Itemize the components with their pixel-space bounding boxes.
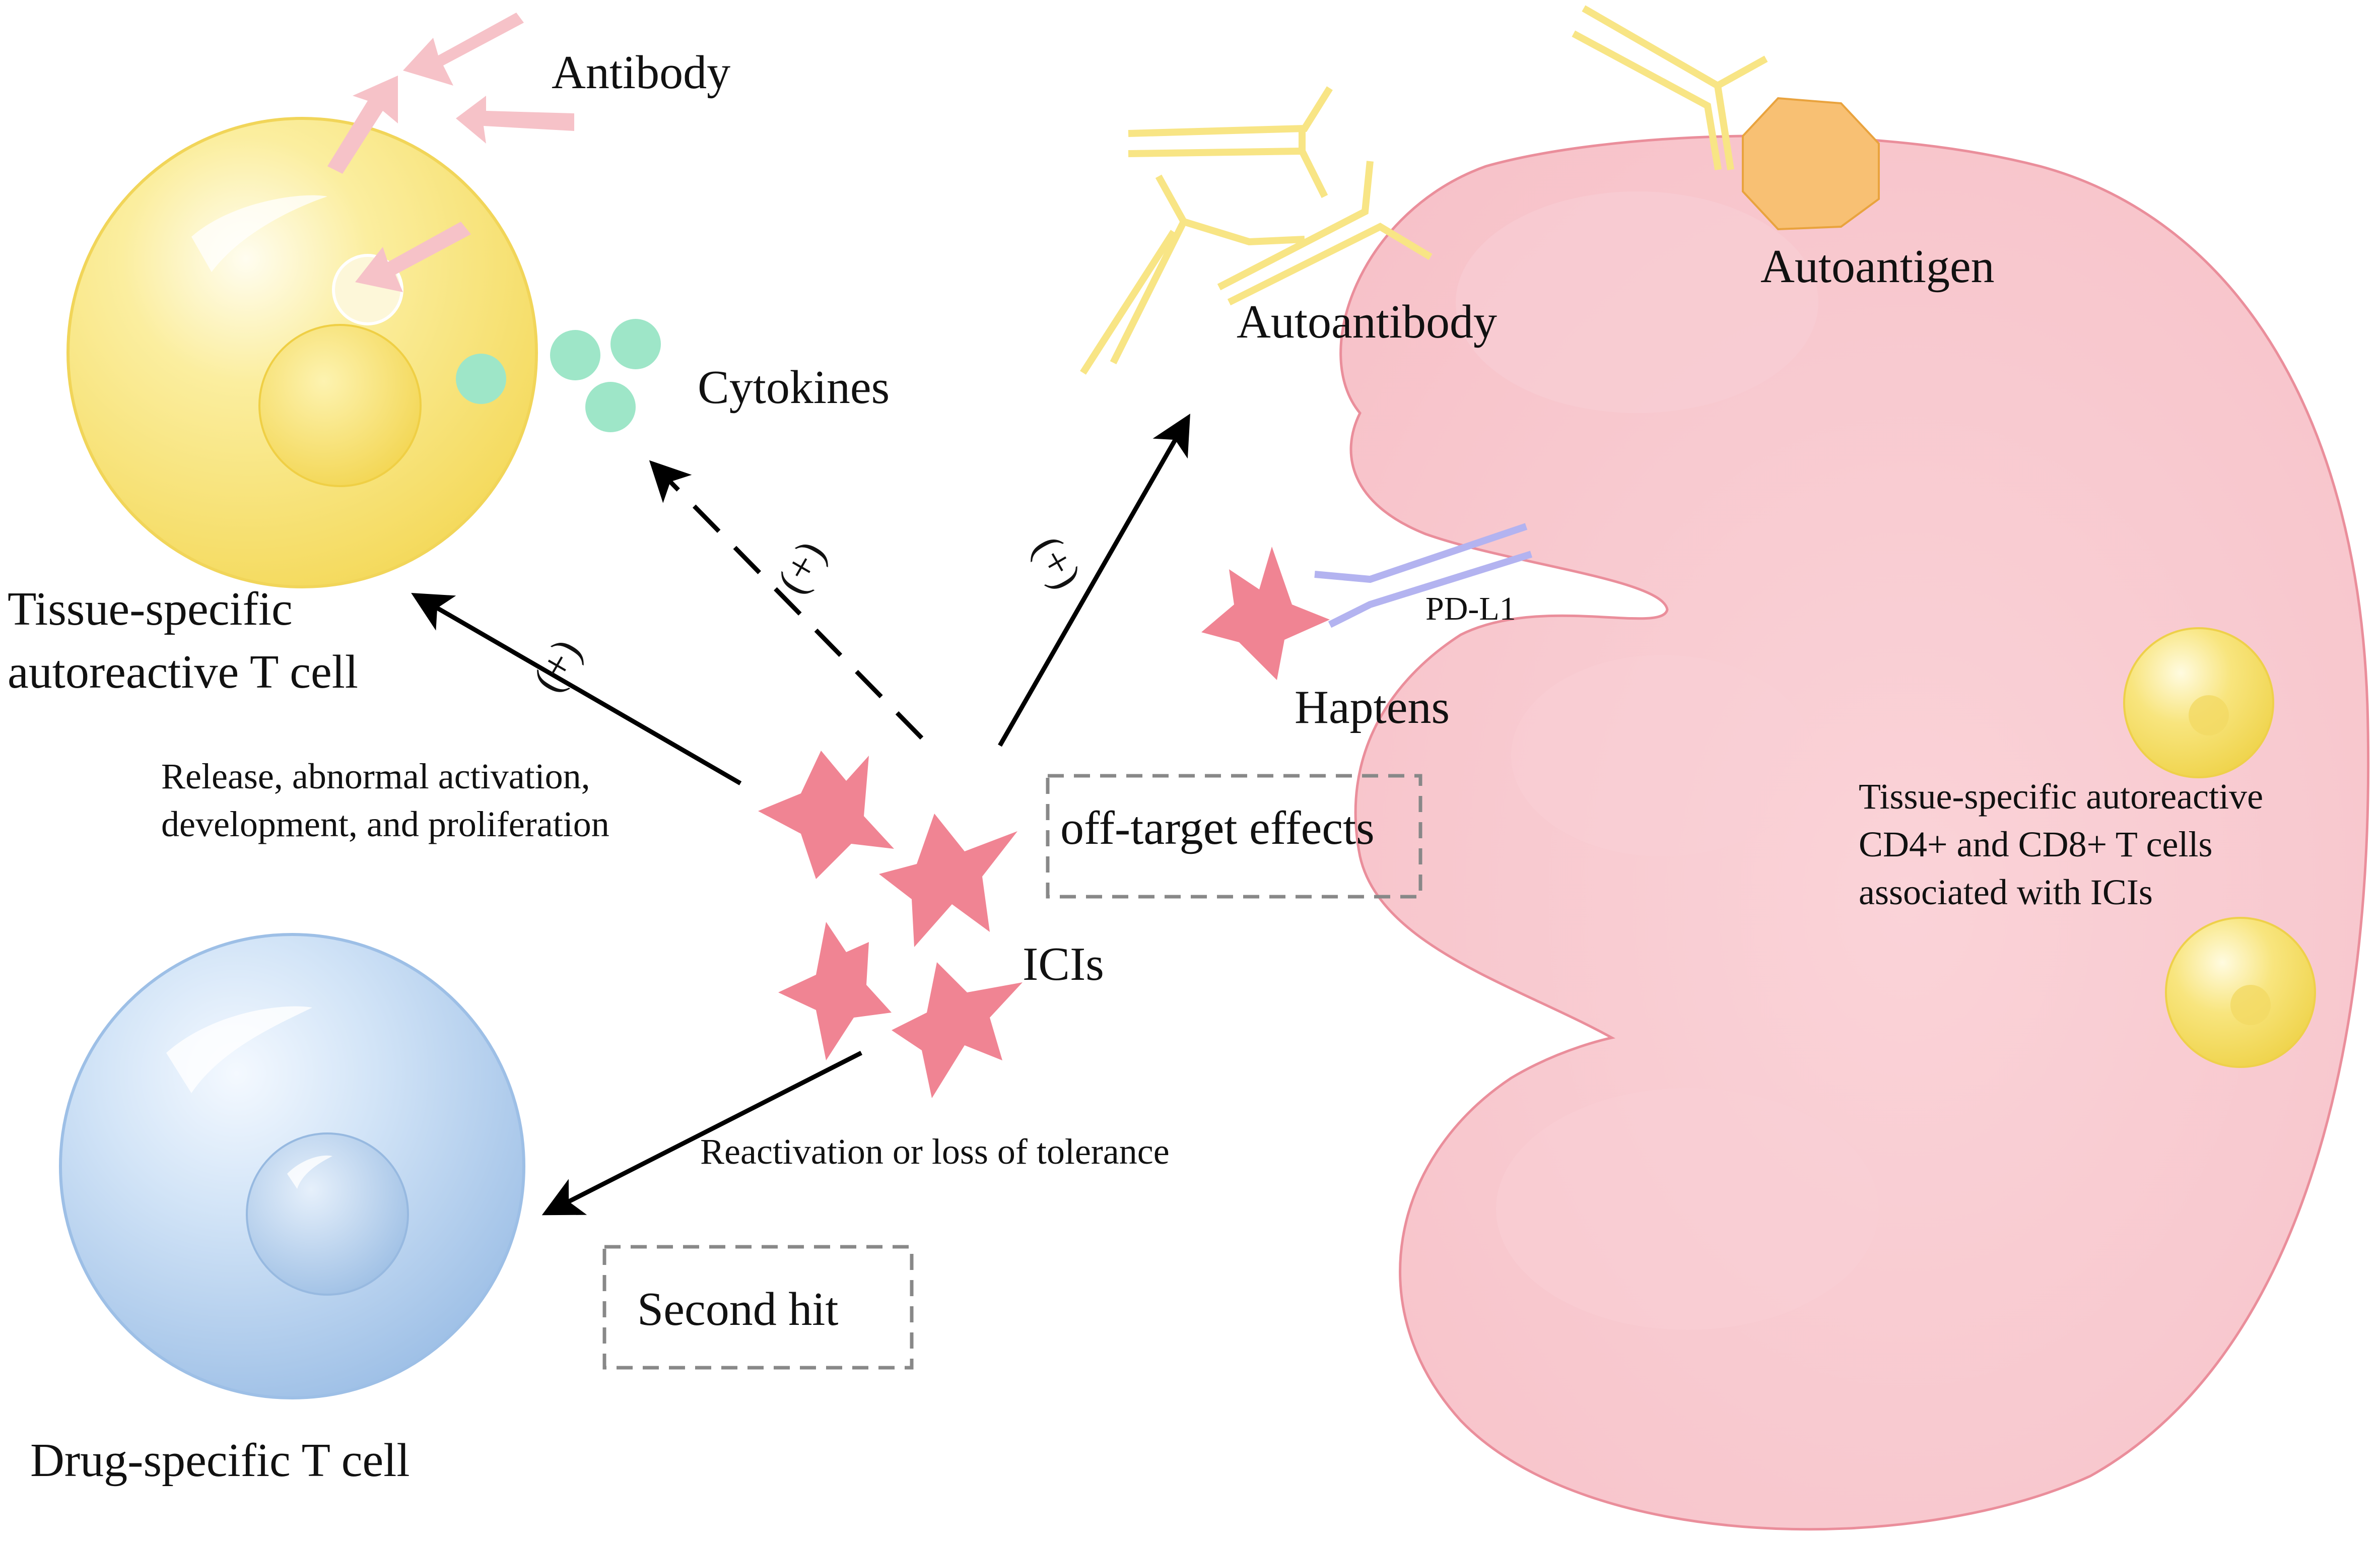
cytokines [456,319,661,432]
cytokine-dot [456,354,506,404]
autoantibody-3 [1217,161,1374,291]
organ-t-cells [2123,627,2316,1068]
arrows [411,414,1190,1216]
drug-specific-t-cell [59,933,525,1399]
label-off-target: off-target effects [1060,802,1375,854]
label-organ-cells-2: CD4+ and CD8+ T cells [1859,824,2213,864]
label-autoantibody: Autoantibody [1237,296,1497,348]
label-cytokines: Cytokines [698,361,890,414]
ici-star-3 [778,922,892,1060]
antibodies [327,13,574,292]
cytokine-dot [585,382,636,432]
antibody-arrow-3 [327,76,398,174]
hapten-star [1201,547,1330,680]
arrow-to-tissue-cell [411,592,742,785]
cytokine-dot [610,319,661,369]
nucleus-highlight [287,1155,332,1189]
label-tissue-t-cell-1: Tissue-specific [8,583,293,635]
ici-star-2 [879,814,1017,947]
arrow-to-drug-cell [541,1050,863,1216]
autoantibody-on-antigen [1572,5,1768,171]
label-organ-cells-3: associated with ICIs [1859,872,2153,912]
label-haptens: Haptens [1295,681,1450,733]
autoantibody-1 [1128,86,1333,137]
arrow-to-autoantibody [998,414,1190,747]
organ-lobe [1456,191,1818,413]
off-target-box [1046,774,1422,899]
ici-star-1 [758,751,894,879]
autoantibodies [1080,86,1433,375]
label-icis: ICIs [1023,938,1104,990]
label-drug-t-cell: Drug-specific T cell [30,1434,410,1487]
organ-t-cell-2-nucleus [2230,985,2271,1025]
organ-lobe [1496,1088,1879,1330]
plus-marker-autoantibody: (+) [1024,528,1091,596]
organ-lobe [1511,655,1813,856]
label-autoantigen: Autoantigen [1760,240,1995,293]
cytokine-dot [550,330,600,380]
label-second-hit: Second hit [637,1283,838,1335]
antibody-arrow-4 [355,222,471,292]
stars [758,547,1330,1098]
second-hit-box [602,1245,914,1370]
label-reactivation: Reactivation or loss of tolerance [700,1131,1170,1172]
cell-highlight [166,1006,312,1093]
pd-l1-receptor [1314,523,1533,628]
cell-highlight [191,195,327,272]
autoantigen-group [1572,5,1880,231]
arrow-to-cytokines [649,460,924,740]
label-tissue-t-cell-2: autoreactive T cell [8,646,358,698]
label-organ-cells-1: Tissue-specific autoreactive [1859,776,2263,817]
tissue-t-cell-nucleus [258,324,422,487]
ici-star-4 [892,962,1023,1098]
label-release-1: Release, abnormal activation, [161,756,590,796]
antibody-arrow-2 [456,96,574,144]
autoantigen-shape [1742,97,1880,231]
organ [1339,135,2370,1531]
tissue-specific-t-cell [66,117,538,588]
antibody-arrow-1 [403,13,524,86]
label-release-2: development, and proliferation [161,804,609,844]
label-antibody: Antibody [552,46,730,99]
organ-t-cell-1-nucleus [2189,695,2229,735]
label-pd-l1: PD-L1 [1425,590,1516,627]
